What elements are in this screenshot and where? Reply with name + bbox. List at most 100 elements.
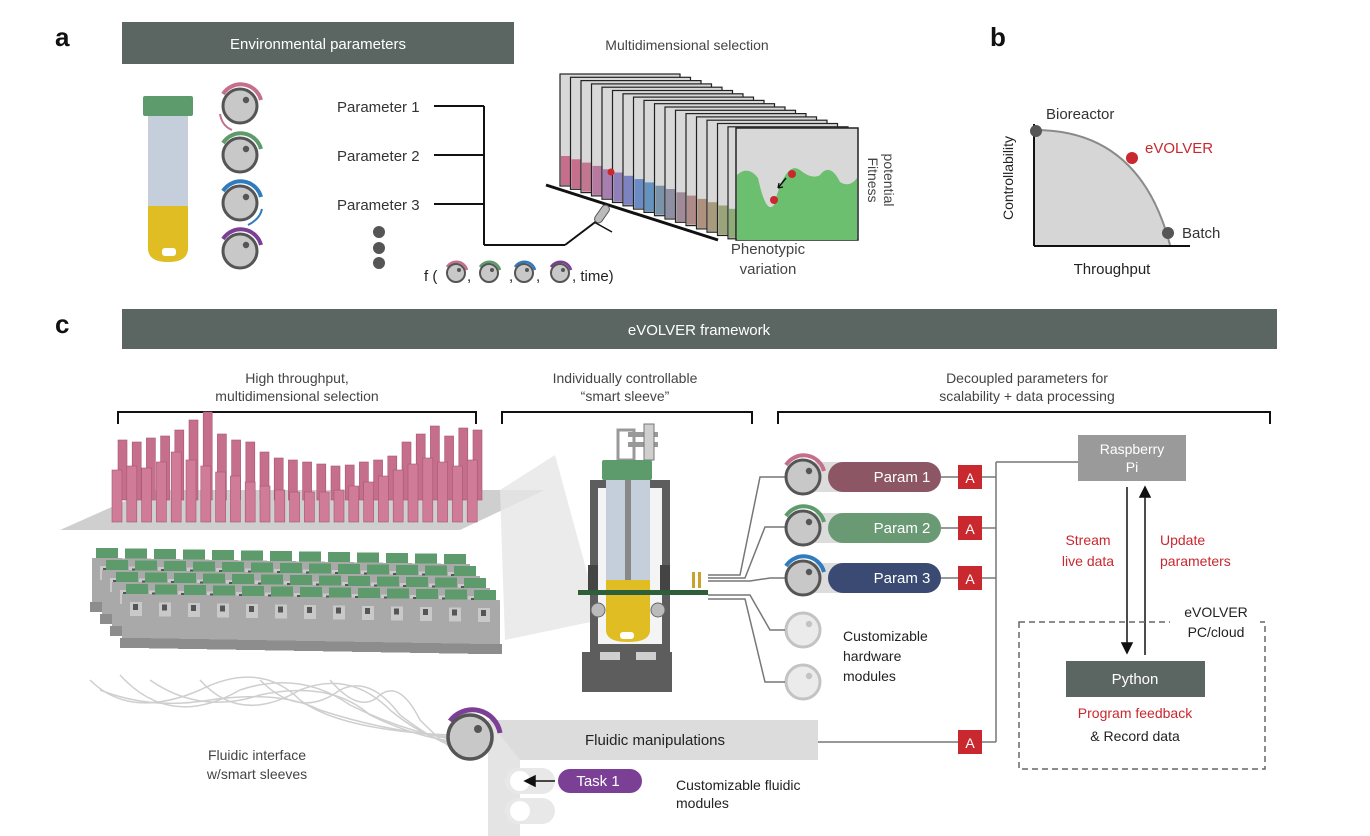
- formula-comma-3: ,: [536, 268, 540, 285]
- section2-line2: “smart sleeve”: [581, 388, 670, 404]
- fluidic-interface-line1: Fluidic interface: [208, 747, 306, 763]
- parameter-lines: [434, 105, 599, 246]
- wire-bundle: [708, 476, 785, 683]
- panel-b-letter: b: [990, 22, 1006, 52]
- fitness-bar: [185, 459, 197, 523]
- fitness-bar: [422, 457, 434, 523]
- adc-1-label: A: [965, 470, 975, 486]
- point-batch: [1162, 227, 1174, 239]
- task-arrow: [523, 774, 555, 788]
- raspberry-line1: Raspberry: [1100, 441, 1165, 457]
- fitness-bar: [392, 469, 404, 523]
- pc-cloud-line1: eVOLVER: [1184, 604, 1248, 620]
- phenotypic-label-line2: variation: [740, 261, 797, 278]
- point-label-evolver: eVOLVER: [1145, 140, 1213, 157]
- raspberry-line2: Pi: [1126, 459, 1138, 475]
- fitness-bar: [304, 491, 315, 523]
- adc-4-label: A: [965, 735, 975, 751]
- fitness-bar: [452, 465, 463, 523]
- custom-fluidic-line2: modules: [676, 795, 729, 811]
- param-3-label: Param 3: [874, 570, 931, 587]
- pc-cloud-label-bg: [1170, 600, 1260, 644]
- parameter-3-label: Parameter 3: [337, 197, 420, 214]
- fitness-bar: [156, 461, 167, 523]
- adc-links: [818, 461, 1078, 743]
- phenotypic-label-line1: Phenotypic: [731, 241, 806, 258]
- program-feedback-label: Program feedback: [1078, 705, 1193, 721]
- fitness-bar: [215, 471, 226, 523]
- formula-knob-pink-icon: [445, 260, 469, 283]
- param-2-label: Param 2: [874, 520, 931, 537]
- phenotypic-axis: [545, 183, 719, 242]
- fitness-bar: [378, 475, 389, 523]
- custom-hw-line1: Customizable: [843, 628, 928, 644]
- section2-line1: Individually controllable: [553, 370, 698, 386]
- formula-knob-purple-icon: [549, 260, 573, 283]
- python-label: Python: [1112, 671, 1159, 688]
- zoom-wedge: [500, 455, 600, 640]
- fitness-bar: [141, 467, 152, 523]
- parameter-1-label: Parameter 1: [337, 99, 420, 116]
- fitness-bar: [407, 463, 419, 523]
- fitness-bar: [318, 491, 330, 523]
- param-2-module: [784, 504, 941, 547]
- knob-purple-icon: [221, 227, 263, 270]
- tubing-bundle: [89, 674, 451, 748]
- landscape-frames: [559, 73, 849, 240]
- data-arrows: [1120, 485, 1152, 655]
- point-evolver: [1126, 152, 1138, 164]
- section1-line2: multidimensional selection: [215, 388, 378, 404]
- panel-a-letter: a: [55, 22, 70, 52]
- knob-pink-icon: [219, 82, 263, 131]
- framework-header: [122, 309, 1277, 349]
- task-1-pill: [558, 769, 642, 793]
- section-brackets: [117, 411, 1271, 424]
- fitness-bar: [259, 485, 271, 523]
- pc-cloud-box: [1018, 621, 1266, 770]
- fluidic-manip-bar: [488, 720, 818, 760]
- adc-box-4: [958, 730, 982, 754]
- point-label-batch: Batch: [1182, 225, 1220, 242]
- formula-comma-1: ,: [467, 268, 471, 285]
- formula-knob-green-icon: [478, 260, 502, 283]
- point-label-bioreactor: Bioreactor: [1046, 106, 1114, 123]
- fluidic-interface-line2: w/smart sleeves: [206, 766, 307, 782]
- chart-ylabel: Controllability: [1000, 136, 1016, 220]
- more-dots: [373, 226, 385, 269]
- selection-dot: [607, 168, 615, 176]
- formula-comma-2: ,: [509, 268, 513, 285]
- smart-sleeve-icon: [578, 423, 708, 692]
- framework-header-text: eVOLVER framework: [628, 322, 771, 339]
- tradeoff-points: Bioreactor eVOLVER Batch: [1030, 106, 1220, 242]
- panel-c-letter: c: [55, 309, 69, 339]
- update-line2: parameters: [1160, 553, 1231, 569]
- adc-2-label: A: [965, 521, 975, 537]
- knob-green-icon: [221, 131, 263, 174]
- fitness-bar: [348, 485, 360, 523]
- custom-hw-line3: modules: [843, 668, 896, 684]
- adc-3-label: A: [965, 571, 975, 587]
- task-1-label: Task 1: [576, 773, 619, 790]
- sleeve-array: [90, 548, 502, 654]
- fitness-bar: [244, 481, 256, 523]
- param-1-label: Param 1: [874, 469, 931, 486]
- adc-box-2: [958, 516, 982, 540]
- custom-hw-line2: hardware: [843, 648, 902, 664]
- section3-line2: scalability + data processing: [939, 388, 1115, 404]
- formula-knob-blue-icon: [513, 260, 537, 283]
- stream-line1: Stream: [1065, 532, 1110, 548]
- fitness-bar: [466, 459, 478, 523]
- adc-box-3: [958, 566, 982, 590]
- parameter-2-label: Parameter 2: [337, 148, 420, 165]
- fitness-bar: [363, 481, 374, 523]
- fitness-bar: [333, 489, 345, 523]
- point-bioreactor: [1030, 125, 1042, 137]
- custom-hw-knobs: [784, 611, 822, 701]
- knob-blue-icon: [221, 179, 263, 226]
- fitness-bar: [111, 469, 123, 523]
- env-params-header: [122, 22, 514, 64]
- stream-line2: live data: [1062, 553, 1114, 569]
- pc-cloud-line2: PC/cloud: [1188, 624, 1245, 640]
- tradeoff-chart: [1033, 124, 1190, 247]
